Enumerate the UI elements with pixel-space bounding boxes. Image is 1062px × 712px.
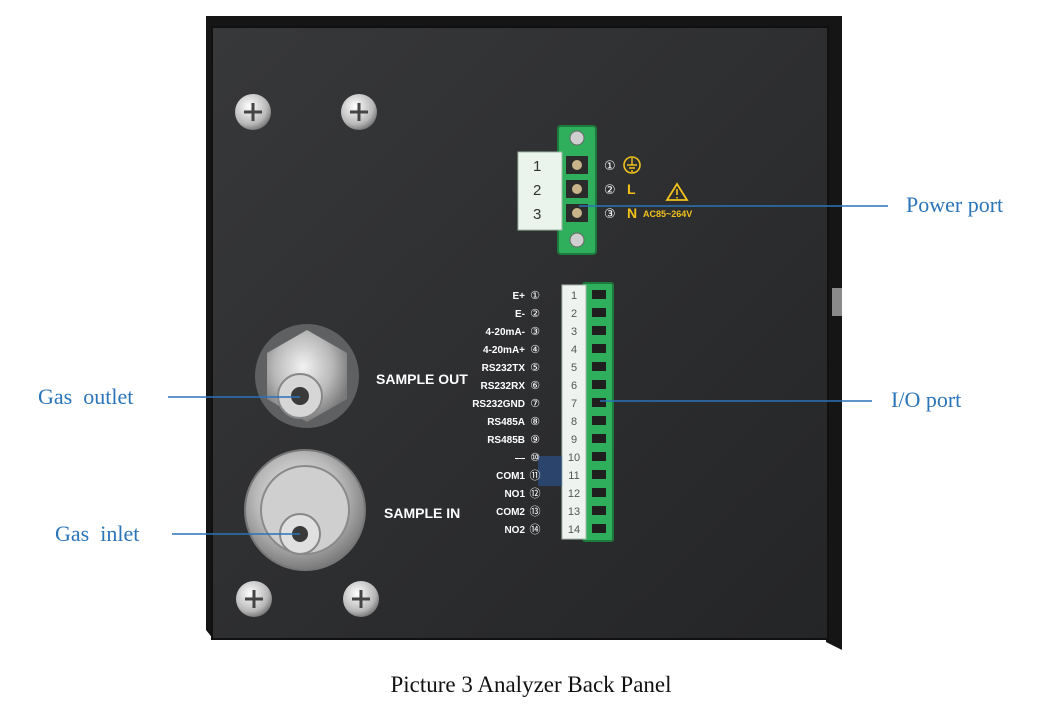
io-terminal-number: 9	[571, 434, 577, 446]
io-pin-number: ②	[530, 307, 540, 320]
io-terminal-number: 11	[568, 470, 579, 482]
power-terminal-3: 3	[533, 206, 541, 223]
power-terminal-2: 2	[533, 182, 541, 199]
io-pin-number: ⑥	[530, 379, 540, 392]
power-terminal-1: 1	[533, 158, 541, 175]
power-terminal-block	[517, 125, 597, 255]
io-terminal-number: 8	[571, 416, 577, 428]
power-pin-1-symbol: ①	[604, 159, 616, 174]
io-pin-number: ④	[530, 343, 540, 356]
warning-icon	[665, 182, 689, 201]
io-terminal-number: 6	[571, 380, 577, 392]
io-pin-name: RS232GND	[472, 399, 525, 410]
gas-outlet-callout: Gas outlet	[38, 384, 134, 409]
io-pin-name: RS485B	[487, 435, 525, 446]
io-pin-number: ⑪	[530, 469, 541, 482]
gas-inlet-callout: Gas inlet	[55, 521, 140, 546]
io-terminal-number: 1	[571, 290, 577, 302]
gas-outlet-fitting	[255, 324, 359, 428]
io-pin-number: ①	[530, 289, 540, 302]
io-terminal-number: 3	[571, 326, 577, 338]
io-terminal-number: 4	[571, 344, 577, 356]
io-pin-name: COM2	[496, 507, 525, 518]
screw-bottom-right-icon	[343, 581, 379, 617]
io-pin-number: ⑭	[530, 523, 541, 536]
sample-out-label: SAMPLE OUT	[376, 371, 468, 387]
io-pin-name: —	[515, 453, 525, 464]
io-pin-name: RS232RX	[481, 381, 526, 392]
io-pin-number: ⑧	[530, 415, 540, 428]
io-pin-labels: E+ ① E- ② 4-20mA- ③ 4-20mA+ ④ RS232TX ⑤ RS232RX ⑥ RS…	[472, 289, 540, 536]
mounting-screws	[235, 94, 379, 617]
io-pin-name: NO2	[504, 525, 525, 536]
neutral-label: N	[627, 205, 637, 221]
io-pin-name: NO1	[504, 489, 525, 500]
io-pin-number: ⑫	[530, 487, 541, 500]
io-pin-name: COM1	[496, 471, 525, 482]
sample-in-label: SAMPLE IN	[384, 505, 460, 521]
screw-top-right-icon	[341, 94, 377, 130]
io-pin-name: E-	[515, 309, 525, 320]
io-terminal-number: 14	[568, 524, 580, 536]
io-terminal-number: 13	[568, 506, 580, 518]
io-terminal-block	[538, 282, 614, 542]
io-terminal-number: 5	[571, 362, 577, 374]
gas-inlet-fitting	[244, 449, 366, 571]
power-pin-2-symbol: ②	[604, 183, 616, 198]
io-pin-number: ⑬	[530, 505, 541, 518]
io-pin-name: RS232TX	[482, 363, 526, 374]
ground-icon	[623, 156, 641, 174]
io-pin-name: RS485A	[487, 417, 525, 428]
io-pin-name: E+	[512, 291, 525, 302]
io-pin-number: ⑨	[530, 433, 540, 446]
power-pin-3-symbol: ③	[604, 207, 616, 222]
live-label: L	[627, 181, 636, 197]
io-port-callout: I/O port	[891, 387, 962, 412]
io-terminal-number: 12	[568, 488, 580, 500]
screw-top-left-icon	[235, 94, 271, 130]
figure-caption: Picture 3 Analyzer Back Panel	[390, 672, 672, 697]
io-pin-number: ⑩	[530, 451, 540, 464]
io-pin-name: 4-20mA-	[486, 327, 525, 338]
callout-leader-lines	[168, 205, 888, 535]
io-terminal-number: 2	[571, 308, 577, 320]
io-pin-number: ⑦	[530, 397, 540, 410]
power-port-callout: Power port	[906, 192, 1004, 217]
io-pin-name: 4-20mA+	[483, 345, 525, 356]
screw-bottom-left-icon	[236, 581, 272, 617]
io-pin-number: ③	[530, 325, 540, 338]
power-rating-label: AC85~264V	[643, 209, 692, 219]
io-terminal-number: 10	[568, 452, 580, 464]
io-terminal-number: 7	[571, 398, 577, 410]
io-pin-number: ⑤	[530, 361, 540, 374]
